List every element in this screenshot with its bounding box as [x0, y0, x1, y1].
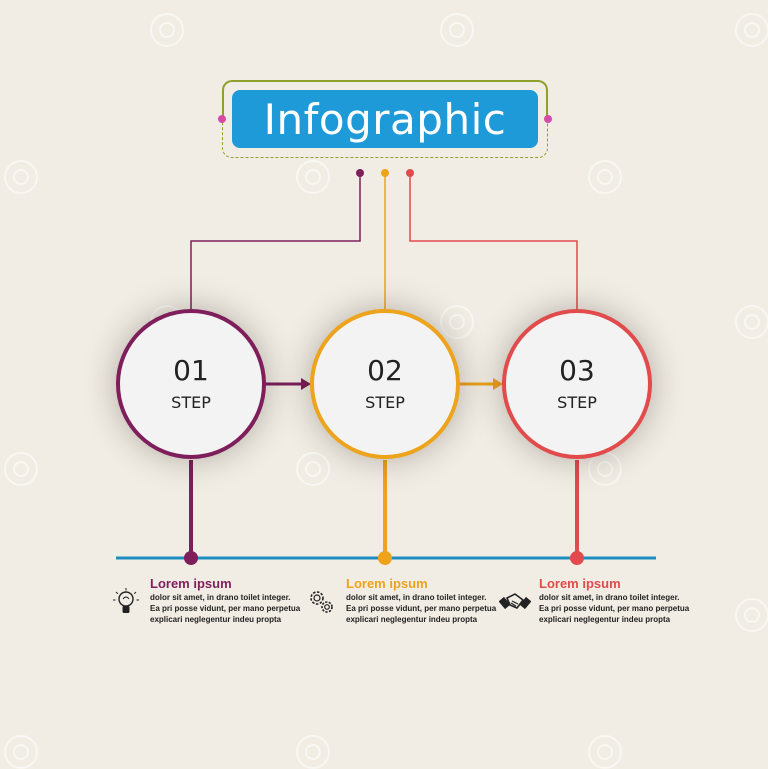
watermark-icon [4, 452, 38, 486]
watermark-icon [296, 452, 330, 486]
stem-step-3 [570, 460, 584, 565]
step-number: 01 [173, 353, 209, 387]
title-frame [222, 80, 548, 158]
watermark-icon [150, 13, 184, 47]
step-circle-1: 01 STEP [116, 309, 266, 459]
step-circle-2: 02 STEP [310, 309, 460, 459]
info-block-3: Lorem ipsum dolor sit amet, in drano toi… [539, 576, 709, 625]
info-heading: Lorem ipsum [150, 576, 232, 591]
info-line: explicari neglegentur indeu propta [539, 615, 671, 624]
info-line: Ea pri posse vidunt, per mano perpetua [346, 604, 497, 613]
watermark-icon [4, 160, 38, 194]
title-frame-bottom [222, 120, 548, 158]
watermark-icon [440, 13, 474, 47]
frame-dot [544, 115, 552, 123]
watermark-icon [440, 305, 474, 339]
info-block-2: Lorem ipsum dolor sit amet, in drano toi… [346, 576, 516, 625]
stem-step-2 [378, 460, 392, 565]
step-label: STEP [365, 392, 405, 412]
stem-step-1 [184, 460, 198, 565]
watermark-icon [296, 160, 330, 194]
step-label: STEP [171, 392, 211, 412]
title-banner: Infographic [232, 90, 538, 148]
step-circle-3: 03 STEP [502, 309, 652, 459]
arrow-step-1-to-2 [266, 378, 311, 390]
info-block-1: Lorem ipsum dolor sit amet, in drano toi… [150, 576, 320, 625]
connector-step-1 [190, 169, 364, 310]
title-frame-top [222, 80, 548, 118]
info-line: dolor sit amet, in drano toilet integer. [346, 593, 487, 602]
info-heading: Lorem ipsum [539, 576, 621, 591]
gears-icon [310, 591, 333, 613]
info-line: explicari neglegentur indeu propta [346, 615, 478, 624]
connector-step-3 [406, 169, 578, 310]
handshake-icon [499, 593, 531, 610]
info-line: Ea pri posse vidunt, per mano perpetua [539, 604, 690, 613]
frame-dot [218, 115, 226, 123]
info-line: Ea pri posse vidunt, per mano perpetua [150, 604, 301, 613]
lightbulb-icon [113, 588, 139, 613]
step-number: 02 [367, 353, 403, 387]
info-line: explicari neglegentur indeu propta [150, 615, 282, 624]
arrow-step-2-to-3 [460, 378, 503, 390]
connector-step-2 [381, 169, 389, 310]
step-number: 03 [559, 353, 595, 387]
watermark-icon [588, 160, 622, 194]
info-line: dolor sit amet, in drano toilet integer. [150, 593, 291, 602]
info-heading: Lorem ipsum [346, 576, 428, 591]
step-label: STEP [557, 392, 597, 412]
info-line: dolor sit amet, in drano toilet integer. [539, 593, 680, 602]
page-title: Infographic [263, 94, 507, 144]
